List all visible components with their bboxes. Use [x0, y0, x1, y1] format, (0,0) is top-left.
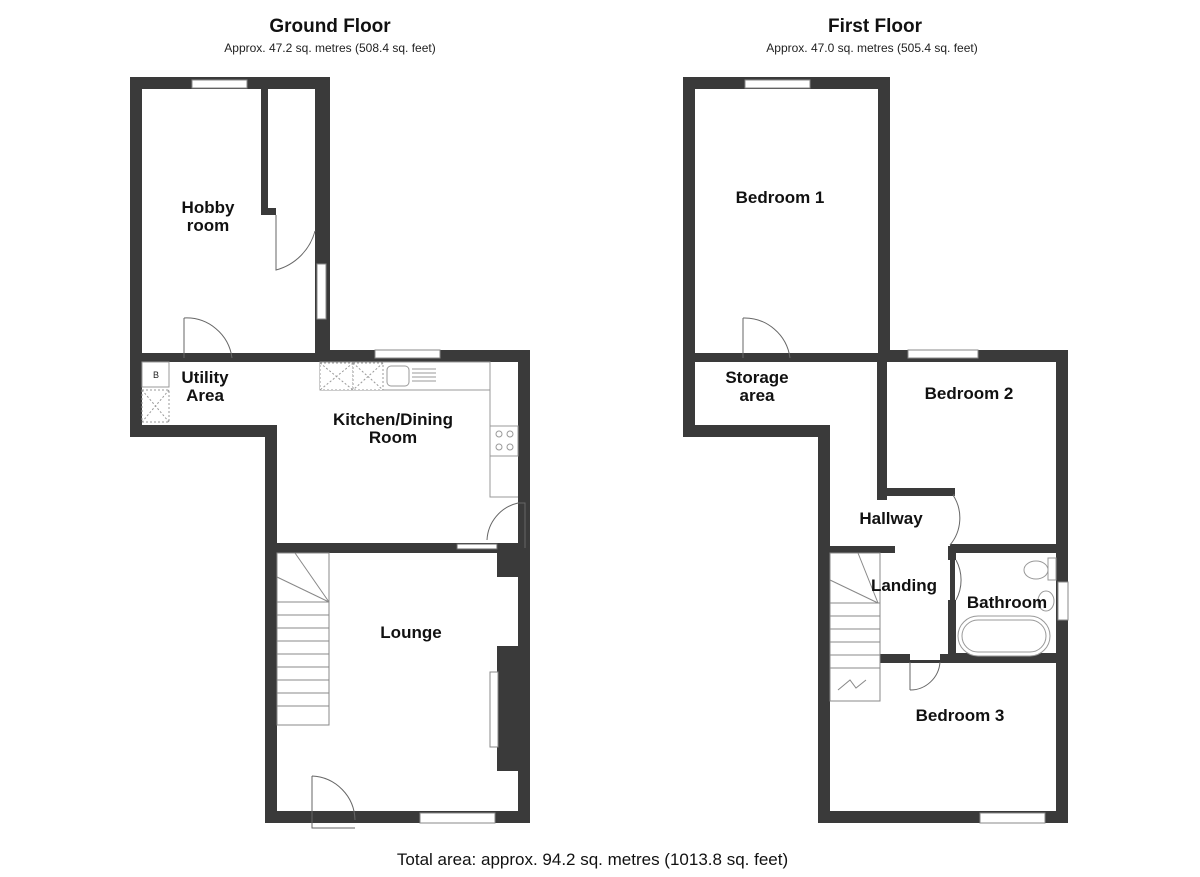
window-icon [374, 349, 441, 359]
window-icon [979, 812, 1046, 824]
window-icon [907, 349, 979, 359]
hobby-cupboard-area [268, 89, 315, 219]
first-floor-stairs [829, 552, 881, 702]
door-swing-icon [275, 215, 316, 271]
first-floor-interior-walls [695, 350, 1056, 662]
room-label-bedroom-2: Bedroom 2 [925, 384, 1014, 403]
window-icon [1057, 581, 1069, 621]
door-swing-icon [909, 661, 941, 691]
first-floor-plan: Bedroom 1 Storage area Bedroom 2 Hallway… [683, 77, 1069, 824]
total-area: Total area: approx. 94.2 sq. metres (101… [396, 850, 789, 869]
ground-floor-windows [191, 79, 499, 824]
room-label-kitchen: Kitchen/Dining [333, 410, 453, 429]
window-icon [316, 263, 327, 320]
door-swing-icon [955, 559, 962, 601]
hob-icon [489, 425, 519, 457]
room-label-hallway: Hallway [859, 509, 923, 528]
window-icon [744, 79, 811, 89]
bedroom-1-area [695, 89, 878, 353]
kitchen-area [277, 362, 518, 543]
basin-icon [1037, 590, 1055, 612]
room-label-kitchen-line2: Room [369, 428, 417, 447]
first-floor-doors [742, 317, 962, 691]
first-floor-windows [744, 79, 1069, 824]
first-floor-area: Approx. 47.0 sq. metres (505.4 sq. feet) [766, 41, 978, 55]
ground-floor-interior-walls [142, 89, 518, 771]
ground-floor-title: Ground Floor [269, 16, 391, 37]
room-label-landing: Landing [871, 576, 937, 595]
utility-fixtures [141, 361, 170, 423]
room-label-storage: Storage [725, 368, 788, 387]
room-label-bathroom: Bathroom [967, 593, 1047, 612]
ground-floor-area: Approx. 47.2 sq. metres (508.4 sq. feet) [224, 41, 436, 55]
ground-floor-stairs [276, 552, 330, 726]
room-label-bedroom-3: Bedroom 3 [916, 706, 1005, 725]
room-label-bedroom-1: Bedroom 1 [736, 188, 825, 207]
door-swing-icon [183, 317, 233, 359]
window-icon [489, 671, 499, 748]
room-label-utility-line2: Area [186, 386, 224, 405]
ground-floor-doors [183, 215, 526, 829]
window-icon [191, 79, 248, 89]
toilet-icon [1023, 560, 1049, 580]
ground-floor-plan: B Hobby room Utility Area Kitchen/Dining… [130, 77, 530, 829]
door-swing-icon [742, 317, 791, 359]
door-swing-icon [311, 775, 356, 829]
room-label-utility: Utility [181, 368, 229, 387]
room-label-lounge: Lounge [380, 623, 441, 642]
room-label-hobby-line2: room [187, 216, 230, 235]
door-swing-icon [949, 494, 961, 546]
boiler-label: B [153, 370, 159, 380]
room-label-storage-line2: area [740, 386, 776, 405]
boiler-icon [141, 361, 170, 388]
bathroom-fixtures [957, 557, 1057, 657]
door-swing-icon [486, 502, 526, 548]
room-label-hobby: Hobby [182, 198, 235, 217]
first-floor-title: First Floor [828, 16, 922, 37]
kitchen-fixtures [319, 361, 519, 498]
window-icon [419, 812, 496, 824]
sink-icon [386, 365, 410, 387]
drainer-icon [412, 368, 436, 382]
